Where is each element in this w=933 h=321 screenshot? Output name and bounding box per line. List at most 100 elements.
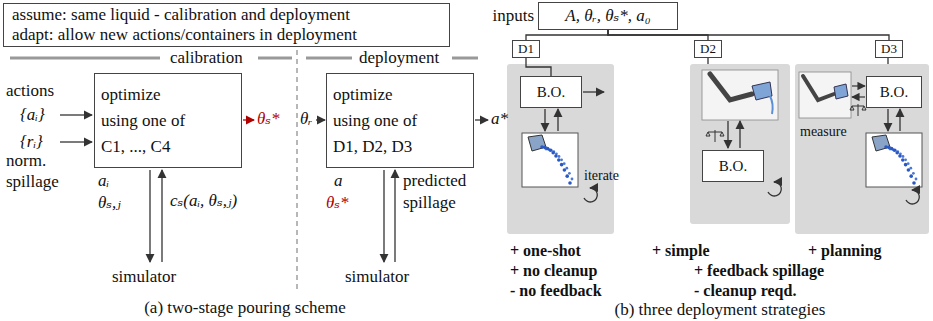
simulator-icon <box>866 133 922 187</box>
section-rule <box>452 57 478 60</box>
process-box: optimize using one of D1, D2, D3 <box>326 73 474 168</box>
robot-cup <box>834 84 848 99</box>
divider <box>296 50 297 290</box>
pro-con: + planning <box>808 240 882 261</box>
pro-con: + simple <box>652 240 710 261</box>
note-label: measure <box>800 121 847 142</box>
simulator-icon <box>522 133 578 187</box>
box-text: D2 <box>700 41 716 57</box>
flow-arrow <box>899 109 900 131</box>
input-label: spillage <box>6 171 59 192</box>
process-box: optimize using one of C1, ..., C4 <box>94 73 242 168</box>
pro-con: + feedback spillage <box>694 260 824 281</box>
input-box: inputsA, θᵣ, θₛ*, a₀ <box>538 2 678 30</box>
loop-arrow <box>544 109 545 131</box>
strategy-panel <box>690 64 790 224</box>
robot-icon <box>702 70 778 120</box>
flow-arrow <box>852 85 865 86</box>
pro-con: - cleanup reqd. <box>694 280 796 301</box>
loop-arrow <box>768 182 781 196</box>
section-rule <box>10 57 160 60</box>
box-text: optimize using one of C1, ..., C4 <box>101 82 197 160</box>
input-heading: inputs <box>492 6 534 26</box>
loop-arrow <box>557 109 558 131</box>
note-label: iterate <box>584 165 619 186</box>
output-label: θₛ* <box>257 108 280 129</box>
box-text: B.O. <box>880 83 908 101</box>
math-label: cₛ(aᵢ, θₛ,ⱼ) <box>170 190 237 211</box>
scale-icon <box>850 104 866 116</box>
input-arrow <box>60 114 92 115</box>
box-text: assume: same liquid - calibration and de… <box>12 5 350 25</box>
output-arrow <box>475 119 488 120</box>
sim-arrow <box>394 170 395 262</box>
optimizer-box: B.O. <box>520 76 582 108</box>
math-label: θᵣ <box>300 108 313 129</box>
connector <box>526 30 608 40</box>
input-label: actions <box>6 80 54 101</box>
section-heading: deployment <box>359 47 439 68</box>
note-box: assume: same liquid - calibration and de… <box>3 3 450 47</box>
output-arrow <box>583 91 604 92</box>
output-arrow <box>243 119 254 120</box>
box-text: D3 <box>881 41 897 57</box>
caption: (b) three deployment strategies <box>614 299 825 320</box>
strategy-box: D1 <box>512 40 540 58</box>
pro-con: + no cleanup <box>510 260 597 281</box>
caption: (a) two-stage pouring scheme <box>144 297 346 318</box>
math-label: aᵢ <box>98 170 109 191</box>
simulator-label: simulator <box>345 266 409 287</box>
strategy-panel <box>507 64 614 234</box>
optimizer-box: B.O. <box>702 150 764 182</box>
iterate-loop <box>584 188 597 202</box>
pro-con: + one-shot <box>510 240 581 261</box>
sim-arrow <box>149 170 150 262</box>
box-text: adapt: allow new actions/containers in d… <box>12 25 357 45</box>
sim-arrow <box>383 170 384 262</box>
math-label: {aᵢ} <box>20 104 45 125</box>
math-label: {rᵢ} <box>20 131 43 152</box>
connector <box>526 58 551 76</box>
output-label: predicted <box>403 170 466 191</box>
input-arrow <box>60 141 92 142</box>
math-label: a <box>334 170 343 191</box>
sim-arrow <box>161 170 162 262</box>
pour-stream <box>770 96 773 114</box>
particle-stream <box>884 145 917 185</box>
robot-cup <box>752 82 772 100</box>
box-text: B.O. <box>719 157 747 175</box>
box-text: optimize using one of D1, D2, D3 <box>333 82 429 160</box>
section-rule <box>258 57 292 60</box>
math-label: θₛ,ⱼ <box>98 192 121 213</box>
flow-arrow <box>727 121 728 148</box>
robot-icon <box>799 72 851 118</box>
optimizer-box: B.O. <box>866 76 922 108</box>
flow-arrow <box>739 121 740 148</box>
box-text: A, θᵣ, θₛ*, a₀ <box>565 6 650 26</box>
section-rule <box>306 57 352 60</box>
scale-icon <box>706 130 724 142</box>
input-arrow <box>316 119 325 120</box>
branch-line <box>887 58 888 64</box>
section-heading: calibration <box>170 47 243 68</box>
robot-arm <box>710 74 752 100</box>
math-label: θₛ* <box>326 192 349 213</box>
simulator-label: simulator <box>112 266 176 287</box>
particle-stream <box>540 145 573 185</box>
flow-arrow <box>887 109 888 131</box>
output-label: spillage <box>403 192 456 213</box>
strategy-panel <box>795 64 929 234</box>
flow-arrow <box>852 96 865 97</box>
branch-line <box>707 58 708 64</box>
strategy-box: D2 <box>694 40 722 58</box>
robot-arm <box>803 76 834 100</box>
box-text: D1 <box>518 41 534 57</box>
pro-con: - no feedback <box>510 280 602 301</box>
input-label: norm. <box>6 150 46 171</box>
loop-arrow <box>906 190 919 204</box>
box-text: B.O. <box>537 83 565 101</box>
output-label: a* <box>491 108 508 129</box>
strategy-box: D3 <box>875 40 903 58</box>
connector <box>608 30 889 40</box>
